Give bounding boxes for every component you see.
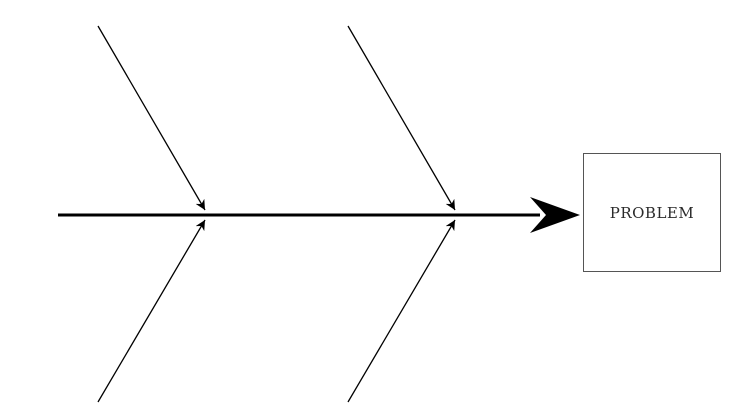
problem-label: PROBLEM xyxy=(609,203,695,222)
bone-lower-right xyxy=(347,219,456,403)
bone-lower-left xyxy=(97,219,206,403)
bone-upper-right xyxy=(347,25,456,211)
bone-upper-left xyxy=(97,25,206,211)
spine-arrowhead xyxy=(530,197,580,233)
problem-box: PROBLEM xyxy=(583,153,721,272)
